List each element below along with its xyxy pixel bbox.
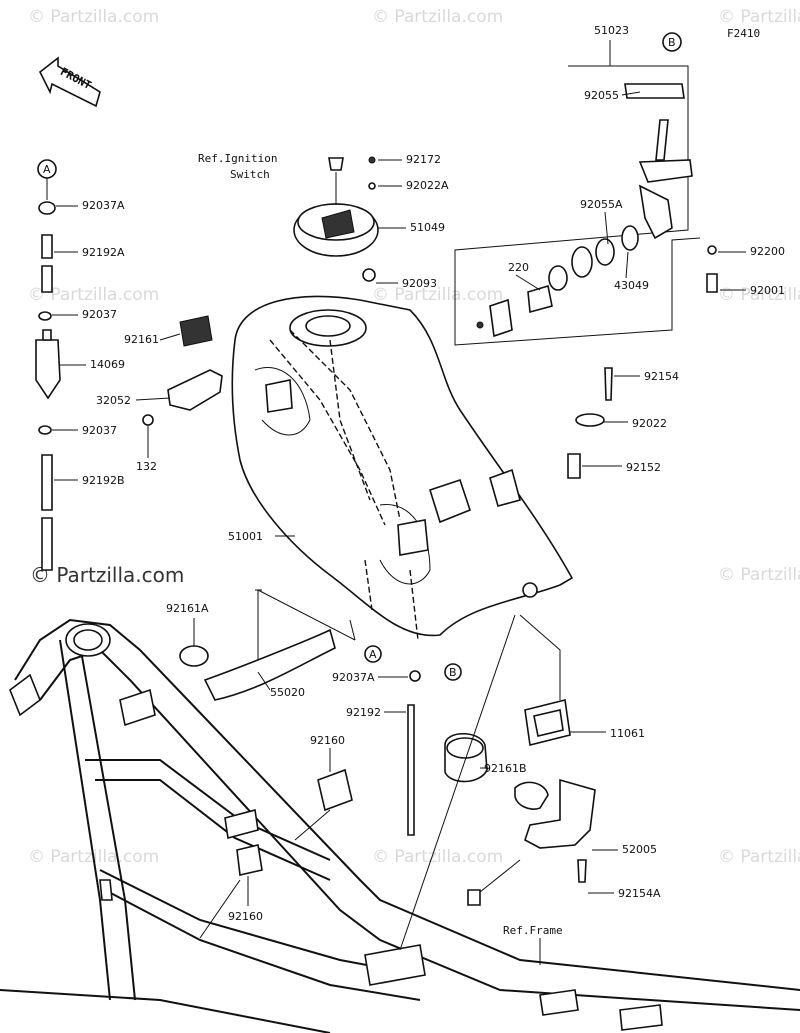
part-51001-label: 51001 — [228, 530, 263, 543]
part-92200-label: 92200 — [750, 245, 785, 258]
part-51049-label: 51049 — [410, 221, 445, 234]
part-92022a-label: 92022A — [406, 179, 449, 192]
bracket-group — [142, 315, 223, 426]
part-92192-label: 92192 — [346, 706, 381, 719]
part-92037-2-label: 92037 — [82, 424, 117, 437]
part-220-label: 220 — [508, 261, 529, 274]
part-92160-1-label: 92160 — [310, 734, 345, 747]
part-43049-label: 43049 — [614, 279, 649, 292]
part-55020-label: 55020 — [270, 686, 305, 699]
part-92161-label: 92161 — [124, 333, 159, 346]
part-92192a-label: 92192A — [82, 246, 125, 259]
right-parts — [444, 367, 613, 906]
part-92154-label: 92154 — [644, 370, 679, 383]
part-92037a-top-label: 92037A — [82, 199, 125, 212]
part-92055a-label: 92055A — [580, 198, 623, 211]
watermark: © Partzilla.com — [28, 7, 159, 27]
part-92022-label: 92022 — [632, 417, 667, 430]
callout-a-bottom: A — [369, 648, 377, 661]
figure-code: F2410 — [727, 27, 760, 40]
part-92037-1-label: 92037 — [82, 308, 117, 321]
part-14069-label: 14069 — [90, 358, 125, 371]
part-92192b-label: 92192B — [82, 474, 125, 487]
watermark: © Partzilla.com — [372, 7, 503, 27]
callout-b-bottom: B — [449, 666, 457, 679]
part-92154a-label: 92154A — [618, 887, 661, 900]
part-51023-label: 51023 — [594, 24, 629, 37]
watermark: © Partzilla.com — [372, 847, 503, 867]
callout-b-top: B — [668, 36, 676, 49]
part-92160-2-label: 92160 — [228, 910, 263, 923]
ref-ignition-switch-label: Switch — [230, 168, 270, 181]
part-92055-label: 92055 — [584, 89, 619, 102]
part-92093-label: 92093 — [402, 277, 437, 290]
part-92037a-bottom-label: 92037A — [332, 671, 375, 684]
partzilla-brand: © Partzilla.com — [30, 563, 184, 587]
middle-parts — [179, 589, 462, 876]
fuel-tank — [231, 295, 574, 641]
frame — [0, 618, 800, 1033]
watermark: © Partzilla.com — [718, 7, 800, 27]
part-32052-label: 32052 — [96, 394, 131, 407]
fuel-cap — [293, 156, 379, 282]
watermark: © Partzilla.com — [718, 847, 800, 867]
part-92152-label: 92152 — [626, 461, 661, 474]
front-arrow-icon: FRONT — [38, 56, 101, 108]
left-hose-group — [35, 159, 61, 571]
watermark: © Partzilla.com — [718, 565, 800, 585]
watermark: © Partzilla.com — [372, 285, 503, 305]
part-92001-label: 92001 — [750, 284, 785, 297]
part-92161a-label: 92161A — [166, 602, 209, 615]
part-52005-label: 52005 — [622, 843, 657, 856]
callout-a-top: A — [43, 163, 51, 176]
watermark: © Partzilla.com — [28, 285, 159, 305]
part-92161b-label: 92161B — [484, 762, 527, 775]
fuel-valve-group — [454, 32, 718, 346]
ref-frame-label: Ref.Frame — [503, 924, 563, 937]
ref-ignition-label: Ref.Ignition — [198, 152, 277, 165]
part-92172-label: 92172 — [406, 153, 441, 166]
part-11061-label: 11061 — [610, 727, 645, 740]
part-132-label: 132 — [136, 460, 157, 473]
